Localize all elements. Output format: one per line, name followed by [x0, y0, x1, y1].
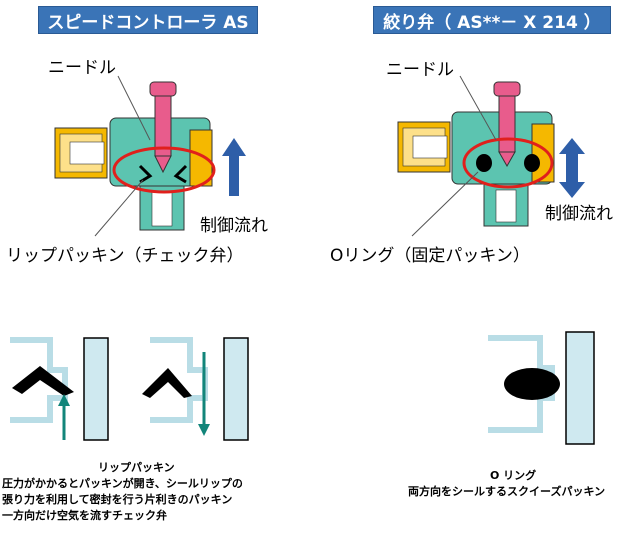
o-ring-detail	[488, 331, 595, 445]
left-caption-line-1: 圧力がかかるとパッキンが開き、シールリップの	[2, 477, 243, 490]
left-seal-label: リップパッキン（チェック弁）	[6, 246, 244, 266]
left-title: スピードコントローラ AS	[38, 6, 258, 34]
right-flow-label: 制御流れ	[545, 204, 613, 224]
left-caption-line-3: 一方向だけ空気を流すチェック弁	[2, 509, 167, 522]
right-valve-illustration	[397, 75, 555, 237]
left-flow-arrow	[222, 138, 246, 196]
left-caption-title: リップパッキン	[98, 461, 175, 474]
left-valve-illustration	[54, 75, 216, 237]
lip-seal-detail-closed	[142, 337, 249, 441]
left-flow-label: 制御流れ	[200, 216, 268, 236]
right-seal-label: Oリング（固定パッキン）	[330, 246, 530, 266]
right-caption-title: O リング	[490, 469, 537, 482]
left-caption-line-2: 張り力を利用して密封を行う片利きのパッキン	[2, 493, 233, 506]
right-caption-line-1: 両方向をシールするスクイーズパッキン	[408, 485, 606, 498]
lip-seal-detail-open	[10, 337, 109, 441]
left-needle-label: ニードル	[48, 58, 116, 78]
right-flow-arrow	[559, 138, 585, 198]
right-title: 絞り弁（ AS**－ X 214 ）	[373, 6, 611, 34]
right-needle-label: ニードル	[386, 60, 454, 80]
